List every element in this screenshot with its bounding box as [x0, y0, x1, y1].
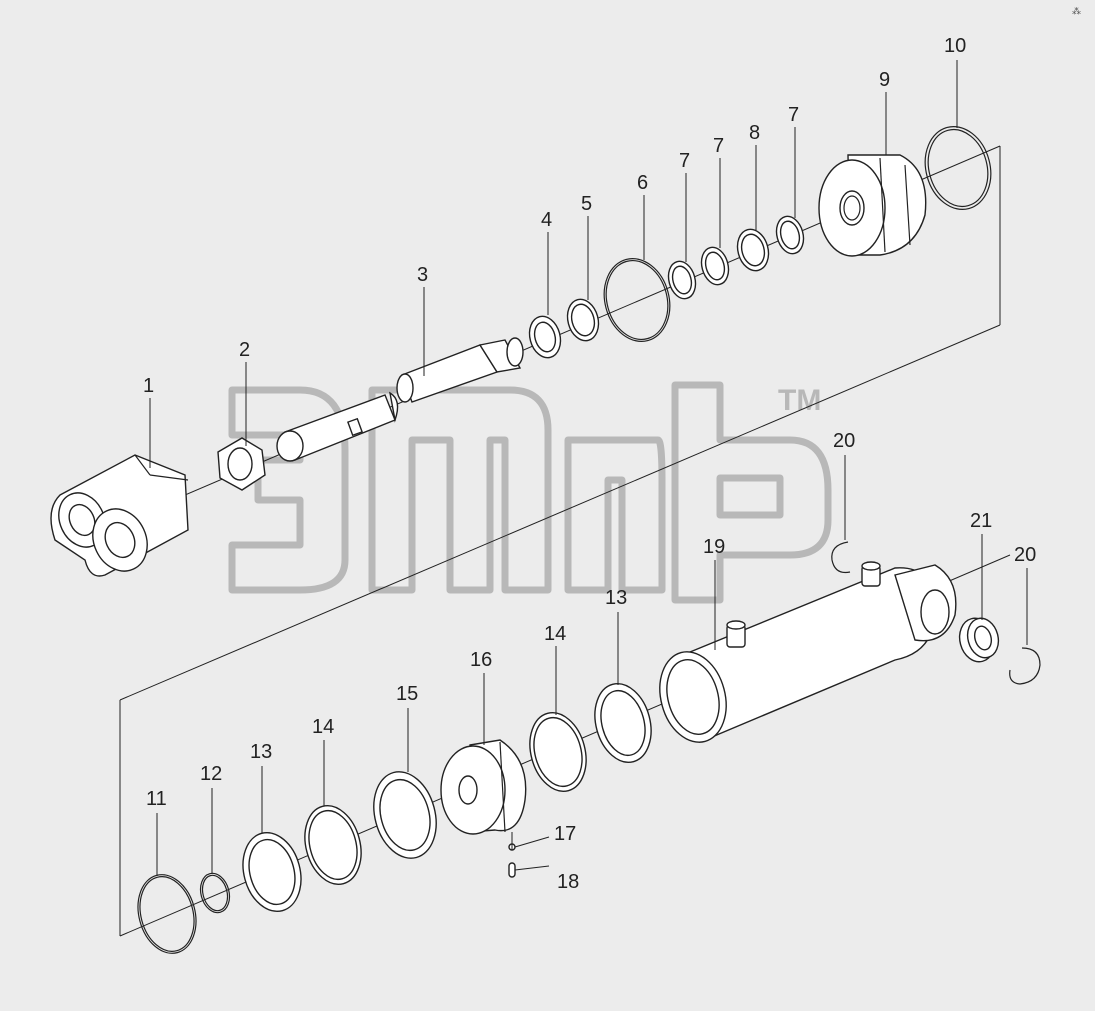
- part-9-gland: [818, 154, 927, 257]
- part-5-ring: [566, 298, 600, 342]
- leader-lines: [149, 60, 1028, 876]
- callout-18: 18: [557, 871, 579, 893]
- callout-7c: 7: [788, 104, 799, 126]
- callout-16: 16: [470, 649, 492, 671]
- watermark-logo: TM: [228, 381, 832, 604]
- callout-4: 4: [541, 209, 552, 231]
- part-6-oring: [603, 257, 671, 343]
- callout-11: 11: [146, 788, 167, 810]
- part-10-oring: [924, 125, 992, 211]
- part-13b-seal: [594, 683, 652, 763]
- part-7a-ring: [667, 260, 697, 300]
- callout-1: 1: [143, 375, 154, 397]
- callout-13a: 13: [250, 741, 272, 763]
- callout-17: 17: [554, 823, 576, 845]
- callout-7a: 7: [679, 150, 690, 172]
- piston-rod: [276, 391, 399, 462]
- callout-8: 8: [749, 122, 760, 144]
- part-4-ring: [528, 315, 562, 359]
- part-8-ring: [736, 228, 770, 272]
- callout-20b: 20: [1014, 544, 1036, 566]
- corner-mark: ⁂: [1072, 6, 1081, 16]
- callout-13b: 13: [605, 587, 627, 609]
- callout-20a: 20: [833, 430, 855, 452]
- part-14a-ring: [304, 805, 362, 885]
- part-12-ring: [199, 872, 231, 914]
- part-18-pin: [508, 862, 516, 878]
- callout-labels: 1 2 3 4 5 6 7 7 8 7 9 10 11 12 13 14 15 …: [143, 35, 1036, 893]
- part-20a-snap-ring: [831, 541, 851, 574]
- part-14b-ring: [529, 712, 587, 792]
- part-7c-ring: [775, 215, 805, 255]
- part-1-clevis: [50, 454, 189, 577]
- callout-9: 9: [879, 69, 890, 91]
- callout-21: 21: [970, 510, 992, 532]
- callout-10: 10: [944, 35, 966, 57]
- part-2-hex-nut: [217, 437, 266, 491]
- callout-14b: 14: [544, 623, 566, 645]
- part-15-band: [373, 771, 437, 859]
- part-7b-ring: [700, 246, 730, 286]
- trademark-symbol: TM: [778, 384, 821, 417]
- callout-6: 6: [637, 172, 648, 194]
- callout-3: 3: [417, 264, 428, 286]
- part-20b-snap-ring: [1009, 647, 1041, 685]
- part-21-bushing: [958, 617, 1000, 663]
- callout-14a: 14: [312, 716, 334, 738]
- part-13a-seal: [242, 831, 302, 913]
- callout-12: 12: [200, 763, 222, 785]
- callout-15: 15: [396, 683, 418, 705]
- part-16-piston: [440, 739, 527, 835]
- callout-2: 2: [239, 339, 250, 361]
- callout-19: 19: [703, 536, 725, 558]
- part-19-barrel: [659, 561, 957, 744]
- part-3-rod: [396, 337, 524, 403]
- part-11-oring: [137, 874, 197, 954]
- callout-7b: 7: [713, 135, 724, 157]
- callout-5: 5: [581, 193, 592, 215]
